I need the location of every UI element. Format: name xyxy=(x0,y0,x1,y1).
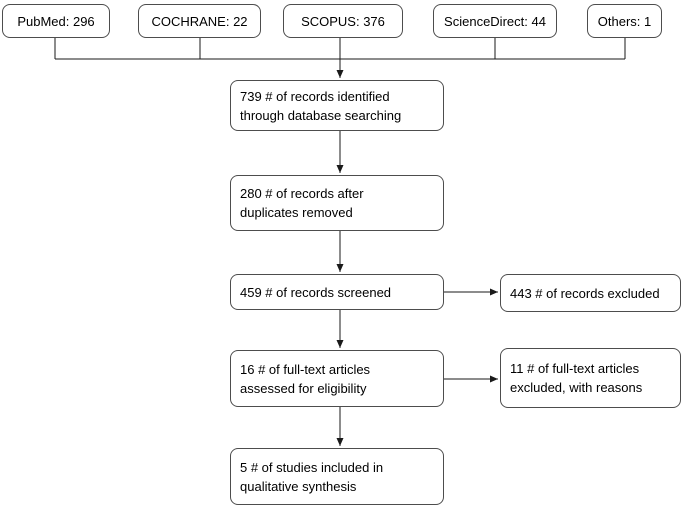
source-label: ScienceDirect: 44 xyxy=(444,13,546,29)
flow-box-text: assessed for eligibility xyxy=(240,380,367,396)
flow-box-text: 739 # of records identified xyxy=(240,88,390,104)
source-label: Others: 1 xyxy=(597,13,652,29)
source-label: COCHRANE: 22 xyxy=(151,13,248,29)
source-box-cochrane: COCHRANE: 22 xyxy=(138,4,261,38)
flow-box-text: duplicates removed xyxy=(240,205,353,220)
flow-box-text: 5 # of studies included in xyxy=(240,459,384,475)
flow-box-text: qualitative synthesis xyxy=(240,478,357,494)
flow-box-records-excluded: 443 # of records excluded xyxy=(500,274,681,312)
source-box-others: Others: 1 xyxy=(587,4,662,38)
flow-box-text: through database searching xyxy=(240,107,402,123)
flow-box-text: 11 # of full-text articles xyxy=(510,361,640,376)
flow-box-fulltext-excluded: 11 # of full-text articles excluded, wit… xyxy=(500,348,681,408)
flow-box-text: 459 # of records screened xyxy=(240,284,392,300)
source-label: SCOPUS: 376 xyxy=(301,13,385,29)
flow-box-studies-included: 5 # of studies included in qualitative s… xyxy=(230,448,444,505)
source-box-scopus: SCOPUS: 376 xyxy=(283,4,403,38)
flow-box-records-screened: 459 # of records screened xyxy=(230,274,444,310)
flow-box-text: excluded, with reasons xyxy=(510,380,643,395)
source-box-pubmed: PubMed: 296 xyxy=(2,4,110,38)
flow-box-records-identified: 739 # of records identified through data… xyxy=(230,80,444,131)
flow-box-text: 280 # of records after xyxy=(240,186,364,201)
flow-box-text: 443 # of records excluded xyxy=(510,285,660,301)
flow-box-text: 16 # of full-text articles xyxy=(240,361,371,377)
flow-box-fulltext-assessed: 16 # of full-text articles assessed for … xyxy=(230,350,444,407)
source-box-sciencedirect: ScienceDirect: 44 xyxy=(433,4,557,38)
source-label: PubMed: 296 xyxy=(17,13,95,29)
flow-box-records-after-duplicates: 280 # of records after duplicates remove… xyxy=(230,175,444,231)
